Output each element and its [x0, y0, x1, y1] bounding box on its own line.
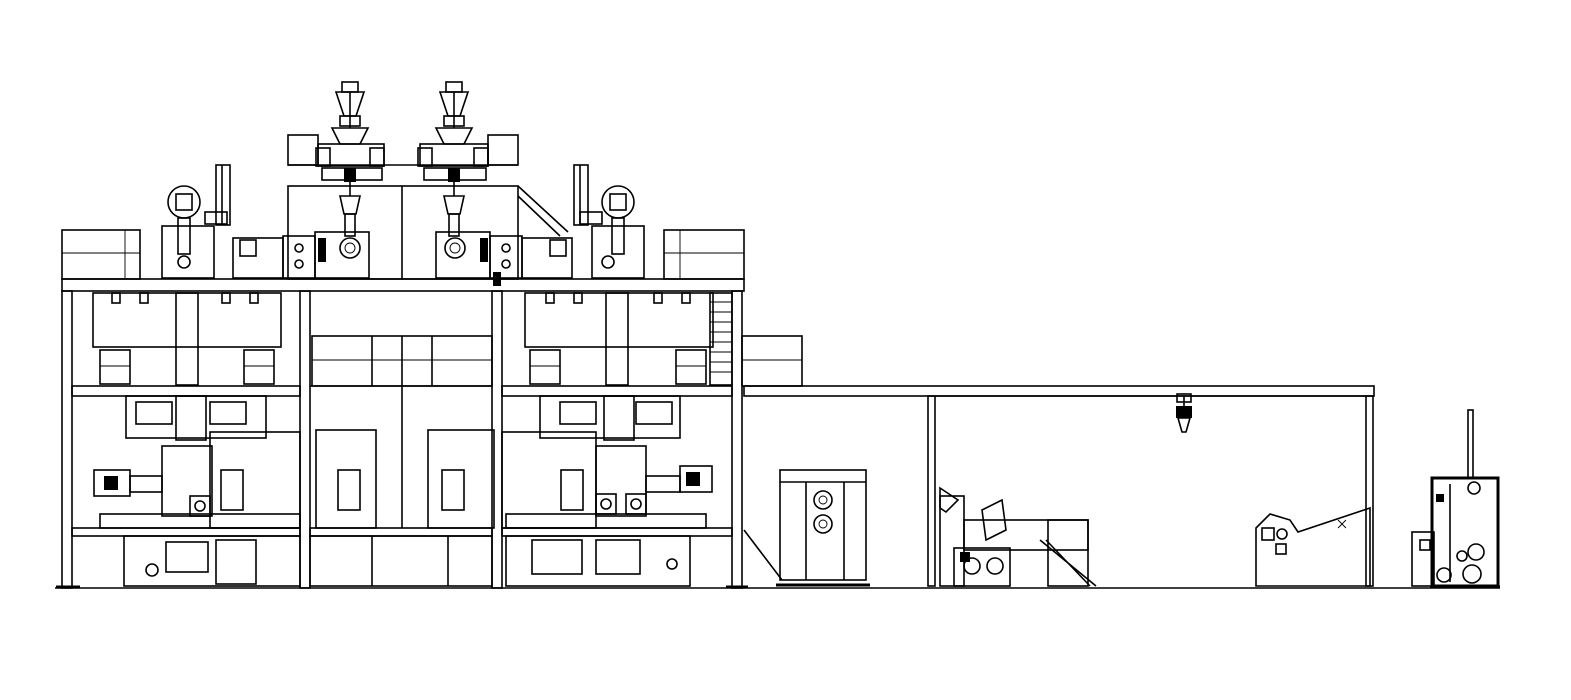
hoist	[1176, 393, 1192, 433]
lower-storey-right	[501, 395, 713, 529]
conveyor-gantry-frame	[743, 385, 1375, 587]
spin-box-right	[524, 292, 714, 386]
slitting-unit	[1255, 506, 1371, 587]
staircase	[709, 292, 803, 387]
central-platform	[287, 134, 569, 280]
hopper-feeder-left	[315, 81, 385, 237]
extruder-right	[435, 231, 573, 279]
lower-storey-middle	[315, 429, 495, 529]
hopper-feeder-right	[417, 81, 489, 237]
lower-storey-left	[93, 395, 301, 529]
middle-panel	[311, 335, 493, 528]
side-reel-right	[573, 164, 645, 279]
roof-railings	[61, 229, 745, 280]
calender-unit	[939, 486, 1097, 587]
ground-cabinets	[123, 535, 691, 587]
winder-unit	[1411, 409, 1500, 589]
spin-box-left	[92, 292, 282, 386]
extruder-left	[232, 231, 370, 279]
oven-cabinet	[743, 469, 870, 587]
side-reel-left	[161, 164, 231, 279]
